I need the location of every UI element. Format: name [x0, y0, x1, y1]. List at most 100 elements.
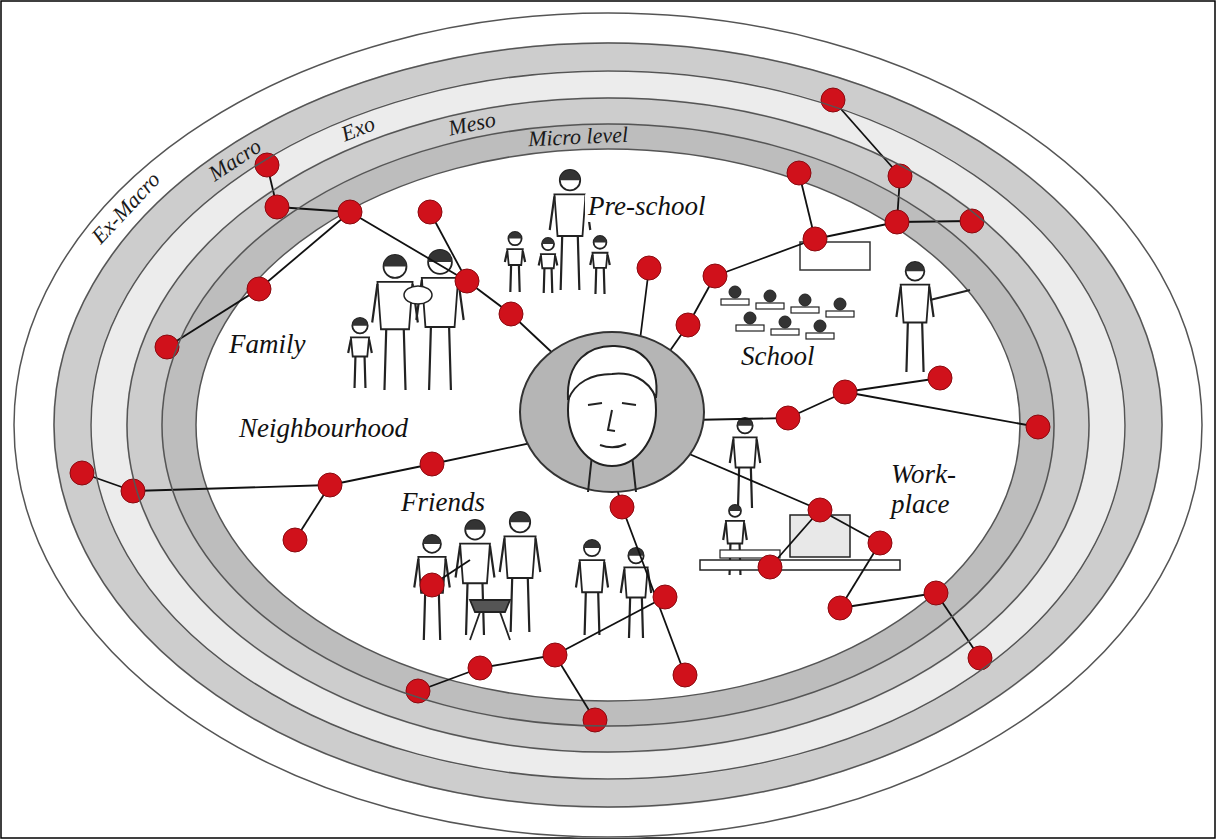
body [580, 560, 605, 592]
scene-sketches [348, 170, 970, 640]
limbs [539, 256, 558, 293]
hair [352, 318, 367, 326]
hair [594, 236, 607, 242]
desk [771, 329, 799, 335]
person-sketch [456, 520, 495, 635]
desk [700, 560, 900, 570]
pupil-head [834, 298, 846, 310]
red-dot [776, 406, 800, 430]
hair [906, 262, 925, 271]
limbs [348, 339, 372, 388]
pupil-head [729, 286, 741, 298]
limbs [505, 251, 525, 292]
red-dot [676, 313, 700, 337]
hair [628, 548, 643, 556]
network-line [845, 392, 1038, 427]
network-line [622, 507, 685, 675]
ring-band: Ex-MacroMacroExoMesoMicro level [13, 12, 1203, 838]
ring-edge [91, 71, 1125, 779]
ring-edge [162, 124, 1054, 726]
ring-fills [13, 12, 1203, 838]
pupil-head [814, 320, 826, 332]
red-dot [924, 581, 948, 605]
red-dot [499, 302, 523, 326]
network-line [845, 378, 940, 392]
desk [736, 325, 764, 331]
scene-label: Pre-school [585, 192, 708, 222]
red-dot [468, 656, 492, 680]
person-sketch [505, 232, 525, 292]
ring-band [90, 70, 1126, 780]
head [384, 255, 407, 278]
red-dot [803, 227, 827, 251]
hair [384, 255, 407, 266]
head [729, 505, 741, 517]
red-dot [455, 269, 479, 293]
head [906, 262, 925, 281]
hair [423, 535, 441, 544]
head [560, 170, 580, 190]
body [351, 337, 369, 356]
red-dot [868, 531, 892, 555]
hair [542, 238, 554, 244]
scene-label: Neighbourhood [236, 414, 411, 444]
body [554, 194, 585, 236]
dot-network [70, 88, 1050, 732]
red-dot [610, 495, 634, 519]
head-disc [520, 332, 704, 492]
body [504, 536, 535, 578]
red-dot [968, 646, 992, 670]
desk [756, 303, 784, 309]
network-line [133, 485, 330, 491]
hair [510, 512, 530, 522]
hair [465, 520, 485, 530]
ring-edge [54, 43, 1162, 807]
limbs [500, 538, 541, 632]
red-dot [247, 277, 271, 301]
hair [584, 540, 600, 548]
red-dot [583, 708, 607, 732]
red-dot [283, 528, 307, 552]
desk [806, 333, 834, 339]
limbs [576, 562, 608, 635]
ring-band [161, 123, 1055, 727]
person-sketch [896, 262, 933, 372]
person-head [520, 332, 704, 492]
red-dot [928, 366, 952, 390]
red-dot [960, 209, 984, 233]
red-dot [338, 200, 362, 224]
ring-band [53, 42, 1163, 808]
hair [568, 346, 657, 400]
scene-label: Friends [398, 488, 488, 518]
head [423, 535, 441, 553]
ring-band [126, 97, 1090, 753]
network-line [815, 222, 897, 239]
pointer [930, 290, 970, 300]
network-line [715, 239, 815, 276]
red-dot [828, 596, 852, 620]
red-dot [1026, 415, 1050, 439]
network-line [555, 597, 665, 655]
network-line [833, 100, 900, 176]
hair [729, 505, 741, 511]
head [508, 232, 521, 245]
red-dot [265, 195, 289, 219]
head [594, 236, 607, 249]
baby [404, 286, 432, 304]
ring-label: Micro level [528, 123, 629, 150]
head [542, 238, 554, 250]
pupil-head [744, 312, 756, 324]
red-dot [318, 473, 342, 497]
limbs [590, 255, 610, 294]
network-line [259, 212, 350, 289]
micro-inner [196, 149, 1020, 701]
scene-label: Family [226, 330, 308, 360]
person-sketch [348, 318, 372, 388]
body [733, 437, 756, 467]
head [510, 512, 530, 532]
grill [470, 600, 510, 640]
red-dot [418, 200, 442, 224]
head [584, 540, 600, 556]
body [592, 253, 607, 268]
